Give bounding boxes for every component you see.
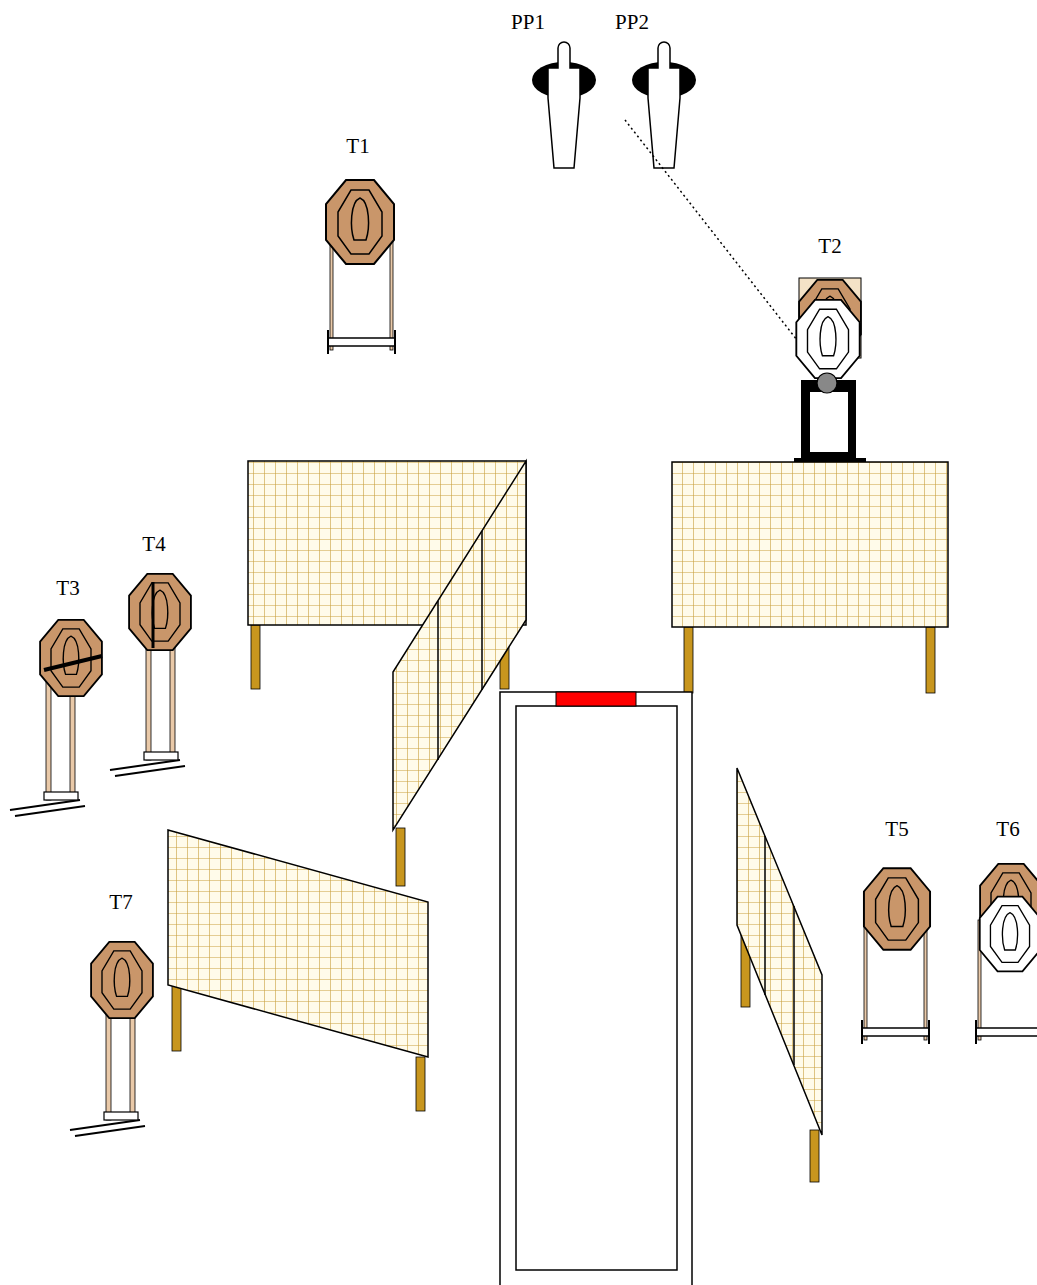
target-label: T3 bbox=[56, 578, 79, 599]
paper-target bbox=[864, 868, 930, 950]
hard-cover bbox=[152, 582, 155, 648]
target-label: PP2 bbox=[615, 12, 649, 33]
paper-target bbox=[91, 942, 153, 1018]
target-label: T7 bbox=[109, 892, 132, 913]
target-label: T5 bbox=[885, 819, 908, 840]
target-label: T4 bbox=[142, 534, 165, 555]
target-label: T1 bbox=[346, 136, 369, 157]
wall bbox=[168, 830, 428, 1057]
popper-target bbox=[632, 42, 696, 168]
target-label: T2 bbox=[818, 236, 841, 257]
no-shoot-target bbox=[796, 300, 859, 378]
wall bbox=[737, 768, 822, 1135]
fault-line bbox=[556, 692, 636, 706]
target-label: PP1 bbox=[511, 12, 545, 33]
swinger-pivot bbox=[817, 373, 837, 393]
paper-target bbox=[326, 180, 394, 264]
wall bbox=[672, 462, 948, 627]
paper-target bbox=[40, 620, 102, 696]
target-label: T6 bbox=[996, 819, 1019, 840]
no-shoot-target bbox=[980, 897, 1037, 972]
hard-cover bbox=[44, 656, 102, 670]
paper-target bbox=[129, 574, 191, 650]
shooting-area bbox=[500, 692, 692, 1285]
popper-target bbox=[532, 42, 596, 168]
activation-line bbox=[625, 120, 797, 340]
